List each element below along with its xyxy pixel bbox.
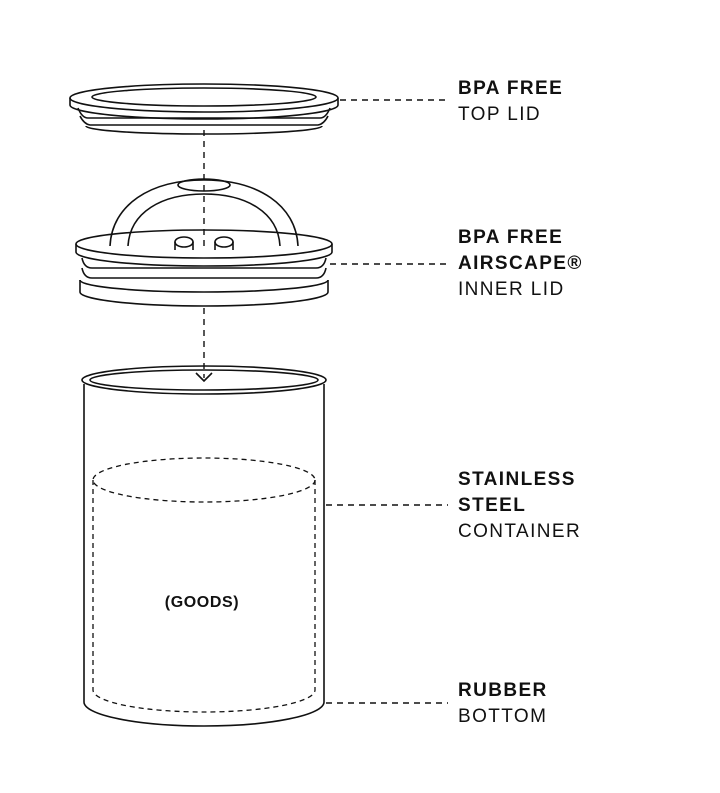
label-inner-lid-line1: BPA FREE bbox=[458, 227, 564, 248]
top-lid bbox=[69, 83, 339, 135]
label-container-line1: STAINLESS bbox=[458, 469, 576, 490]
label-top-lid-line1: BPA FREE bbox=[458, 78, 564, 99]
label-container-line3: CONTAINER bbox=[458, 521, 582, 542]
label-inner-lid-line3: INNER LID bbox=[458, 279, 565, 300]
arrow-down-icon bbox=[195, 372, 213, 383]
label-bottom: RUBBER BOTTOM bbox=[458, 678, 548, 730]
container bbox=[81, 365, 327, 727]
label-top-lid: BPA FREE TOP LID bbox=[458, 76, 563, 128]
goods-outline bbox=[92, 457, 316, 713]
label-inner-lid: BPA FREE AIRSCAPE® INNER LID bbox=[458, 225, 583, 303]
label-top-lid-line2: TOP LID bbox=[458, 104, 542, 125]
goods-label: (GOODS) bbox=[164, 594, 240, 611]
label-inner-lid-line2: AIRSCAPE® bbox=[458, 253, 583, 274]
leader-lines bbox=[203, 99, 448, 704]
label-container-line2: STEEL bbox=[458, 495, 527, 516]
label-bottom-line2: BOTTOM bbox=[458, 706, 548, 727]
label-bottom-line1: RUBBER bbox=[458, 680, 548, 701]
label-container: STAINLESS STEEL CONTAINER bbox=[458, 467, 581, 545]
